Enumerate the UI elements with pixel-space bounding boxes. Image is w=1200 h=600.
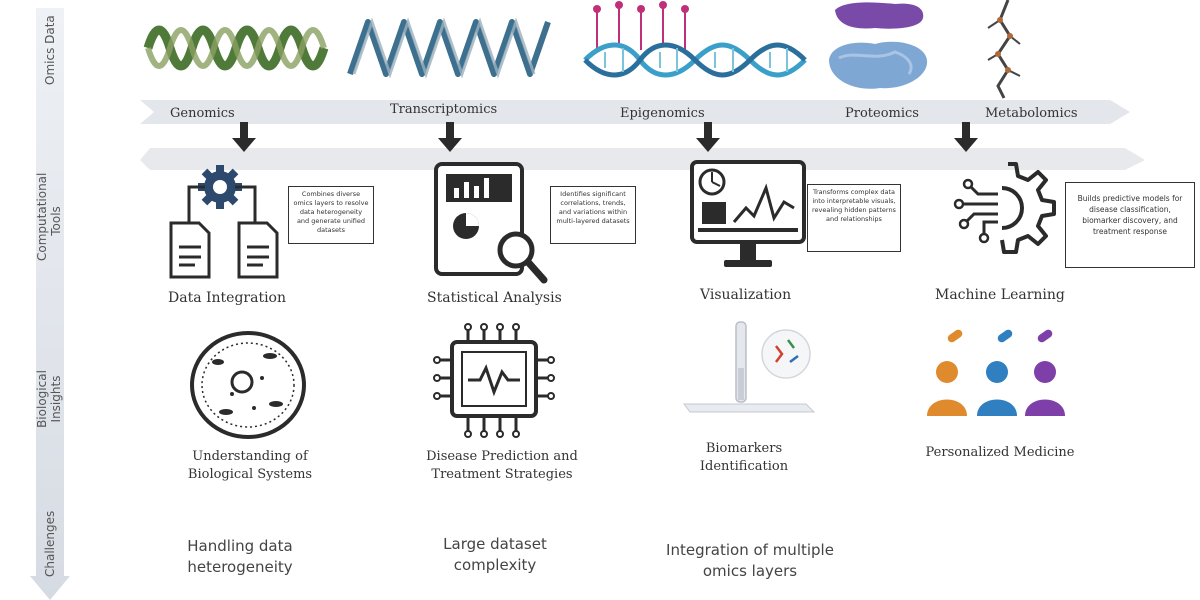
side-label-omics-data: Omics Data: [43, 15, 57, 85]
description-box-visualization: Transforms complex data into interpretab…: [807, 184, 901, 252]
insight-line: Personalized Medicine: [925, 445, 1075, 460]
down-arrow-icon: [696, 122, 720, 152]
omics-label-proteomics: Proteomics: [845, 106, 919, 121]
tool-label-data-integration: Data Integration: [168, 290, 287, 306]
visualization-monitor-icon: [690, 160, 806, 267]
challenge-dataset-complexity: Large dataset complexity: [425, 534, 565, 576]
side-label-biological: Biological: [35, 370, 49, 428]
challenge-line: omics layers: [702, 562, 798, 580]
challenge-line: complexity: [453, 556, 537, 574]
side-label-insights: Insights: [49, 375, 63, 423]
challenge-line: heterogeneity: [187, 558, 293, 576]
description-box-statistical-analysis: Identifies significant correlations, tre…: [550, 186, 636, 244]
insight-line: Understanding of: [192, 449, 308, 464]
side-label-tools: Tools: [49, 206, 63, 236]
insight-line: Disease Prediction and: [426, 449, 578, 464]
description-box-data-integration: Combines diverse omics layers to resolve…: [288, 186, 374, 244]
data-integration-icon: [169, 165, 279, 279]
down-arrow-icon: [232, 122, 256, 152]
insight-label-personalized-medicine: Personalized Medicine: [905, 444, 1095, 462]
proteomics-protein-icon: [829, 2, 928, 89]
genomics-wave-icon: [143, 25, 329, 71]
challenge-integration-omics: Integration of multiple omics layers: [650, 540, 850, 582]
insight-line: Biological Systems: [187, 467, 313, 482]
biomarkers-test-icon: [683, 321, 816, 413]
machine-learning-gear-icon: [953, 162, 1056, 254]
omics-label-transcriptomics: Transcriptomics: [390, 102, 498, 117]
tool-label-machine-learning: Machine Learning: [935, 287, 1065, 303]
tools-band: [140, 148, 1145, 170]
statistical-analysis-icon: [434, 162, 548, 284]
disease-prediction-chip-icon: [433, 323, 555, 438]
insight-line: Biomarkers: [705, 441, 783, 456]
challenge-line: Large dataset: [443, 535, 547, 553]
transcriptomics-wave-icon: [347, 17, 551, 79]
insight-line: Treatment Strategies: [431, 467, 573, 482]
challenge-line: Integration of multiple: [666, 541, 834, 559]
challenge-line: Handling data: [187, 537, 293, 555]
challenge-data-heterogeneity: Handling data heterogeneity: [170, 536, 310, 578]
omics-label-epigenomics: Epigenomics: [620, 106, 705, 121]
metabolomics-molecule-icon: [987, 0, 1021, 99]
description-box-machine-learning: Builds predictive models for disease cla…: [1065, 182, 1195, 268]
side-label-computational-tools: Computational Tools: [35, 173, 65, 261]
tool-label-statistical-analysis: Statistical Analysis: [427, 290, 562, 306]
down-arrow-icon: [954, 122, 978, 152]
tool-label-visualization: Visualization: [700, 287, 792, 303]
insight-label-biological-systems: Understanding of Biological Systems: [175, 448, 325, 484]
insight-label-disease-prediction: Disease Prediction and Treatment Strateg…: [404, 448, 600, 484]
down-arrow-icon: [438, 122, 462, 152]
personalized-medicine-people-icon: [927, 329, 1065, 416]
side-label-biological-insights: Biological Insights: [35, 369, 65, 429]
insight-line: Identification: [699, 459, 789, 474]
side-label-challenges: Challenges: [43, 510, 57, 577]
side-label-computational: Computational: [35, 172, 49, 261]
axis-arrow: [30, 8, 70, 600]
omics-label-genomics: Genomics: [170, 106, 235, 121]
insight-label-biomarkers: Biomarkers Identification: [676, 440, 812, 476]
epigenomics-dna-icon: [583, 1, 807, 78]
omics-label-metabolomics: Metabolomics: [985, 106, 1078, 121]
biological-cell-icon: [190, 331, 306, 439]
omics-band: [140, 100, 1130, 124]
